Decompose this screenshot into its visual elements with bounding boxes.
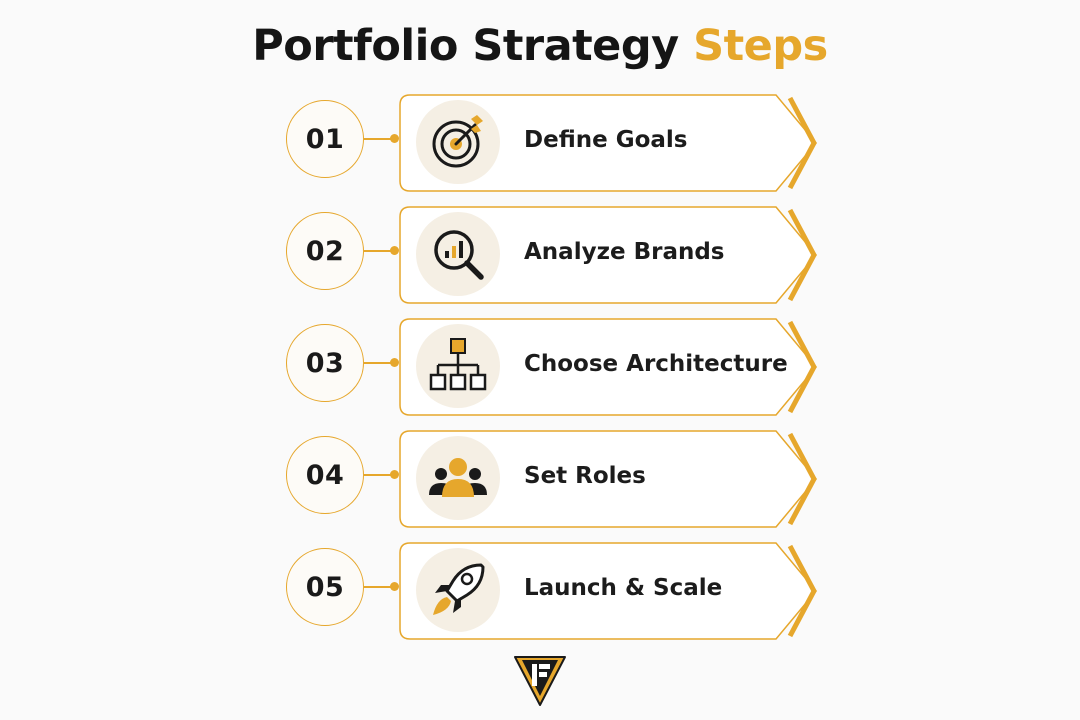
magnifier-chart-icon bbox=[416, 212, 500, 296]
step-number-badge: 01 bbox=[286, 100, 364, 178]
step-card bbox=[399, 206, 817, 304]
step-4: 04 Set Roles bbox=[0, 430, 1080, 530]
connector-dot bbox=[390, 582, 399, 591]
team-icon bbox=[416, 436, 500, 520]
step-number-badge: 03 bbox=[286, 324, 364, 402]
step-card bbox=[399, 542, 817, 640]
target-icon bbox=[416, 100, 500, 184]
step-3: 03 Choose Architecture bbox=[0, 318, 1080, 418]
step-connector bbox=[364, 586, 394, 588]
connector-dot bbox=[390, 134, 399, 143]
step-label: Define Goals bbox=[524, 127, 688, 153]
step-label: Launch & Scale bbox=[524, 575, 723, 601]
connector-dot bbox=[390, 358, 399, 367]
step-connector bbox=[364, 362, 394, 364]
step-label: Set Roles bbox=[524, 463, 646, 489]
step-connector bbox=[364, 474, 394, 476]
step-label: Choose Architecture bbox=[524, 351, 788, 377]
step-number-badge: 05 bbox=[286, 548, 364, 626]
title-accent-word: Steps bbox=[693, 21, 828, 71]
hierarchy-icon bbox=[416, 324, 500, 408]
step-1: 01 Define Goals bbox=[0, 94, 1080, 194]
title-main: Portfolio Strategy bbox=[252, 21, 679, 71]
step-number-badge: 02 bbox=[286, 212, 364, 290]
connector-dot bbox=[390, 246, 399, 255]
brand-logo bbox=[514, 656, 566, 706]
step-connector bbox=[364, 250, 394, 252]
page-title: Portfolio Strategy Steps bbox=[0, 16, 1080, 76]
step-connector bbox=[364, 138, 394, 140]
rocket-icon bbox=[416, 548, 500, 632]
step-card bbox=[399, 94, 817, 192]
step-5: 05 Launch & Scale bbox=[0, 542, 1080, 642]
step-card bbox=[399, 318, 817, 416]
step-label: Analyze Brands bbox=[524, 239, 725, 265]
step-2: 02 Analyze Brands bbox=[0, 206, 1080, 306]
connector-dot bbox=[390, 470, 399, 479]
step-card bbox=[399, 430, 817, 528]
step-number-badge: 04 bbox=[286, 436, 364, 514]
